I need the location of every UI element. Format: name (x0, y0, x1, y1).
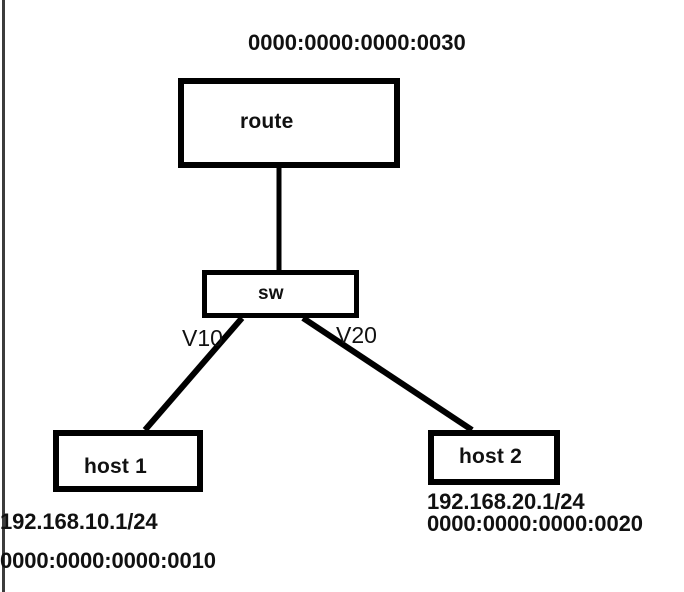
host2-node-box[interactable] (428, 430, 560, 485)
link-switch-to-host1 (142, 316, 245, 432)
host1-ipv4-label: 192.168.10.1/24 (0, 509, 158, 534)
link-switch-to-host2 (301, 315, 474, 433)
host1-node-label: host 1 (84, 455, 148, 478)
host1-node-box[interactable] (53, 430, 203, 492)
switch-node-box[interactable] (202, 270, 359, 318)
host2-mac-label: 0000:0000:0000:0020 (427, 511, 643, 536)
router-mac-label: 0000:0000:0000:0030 (248, 30, 466, 55)
host2-node-label: host 2 (459, 445, 523, 468)
router-node-box[interactable] (178, 78, 400, 168)
switch-node-label: sw (258, 283, 284, 304)
left-edge-rule (2, 0, 5, 592)
switch-port-vlan10-label: V10 (182, 325, 223, 351)
host1-mac-label: 0000:0000:0000:0010 (0, 548, 216, 573)
router-node-label: route (240, 110, 294, 133)
host2-ipv4-label: 192.168.20.1/24 (427, 489, 585, 514)
switch-port-vlan20-label: V20 (336, 322, 377, 348)
